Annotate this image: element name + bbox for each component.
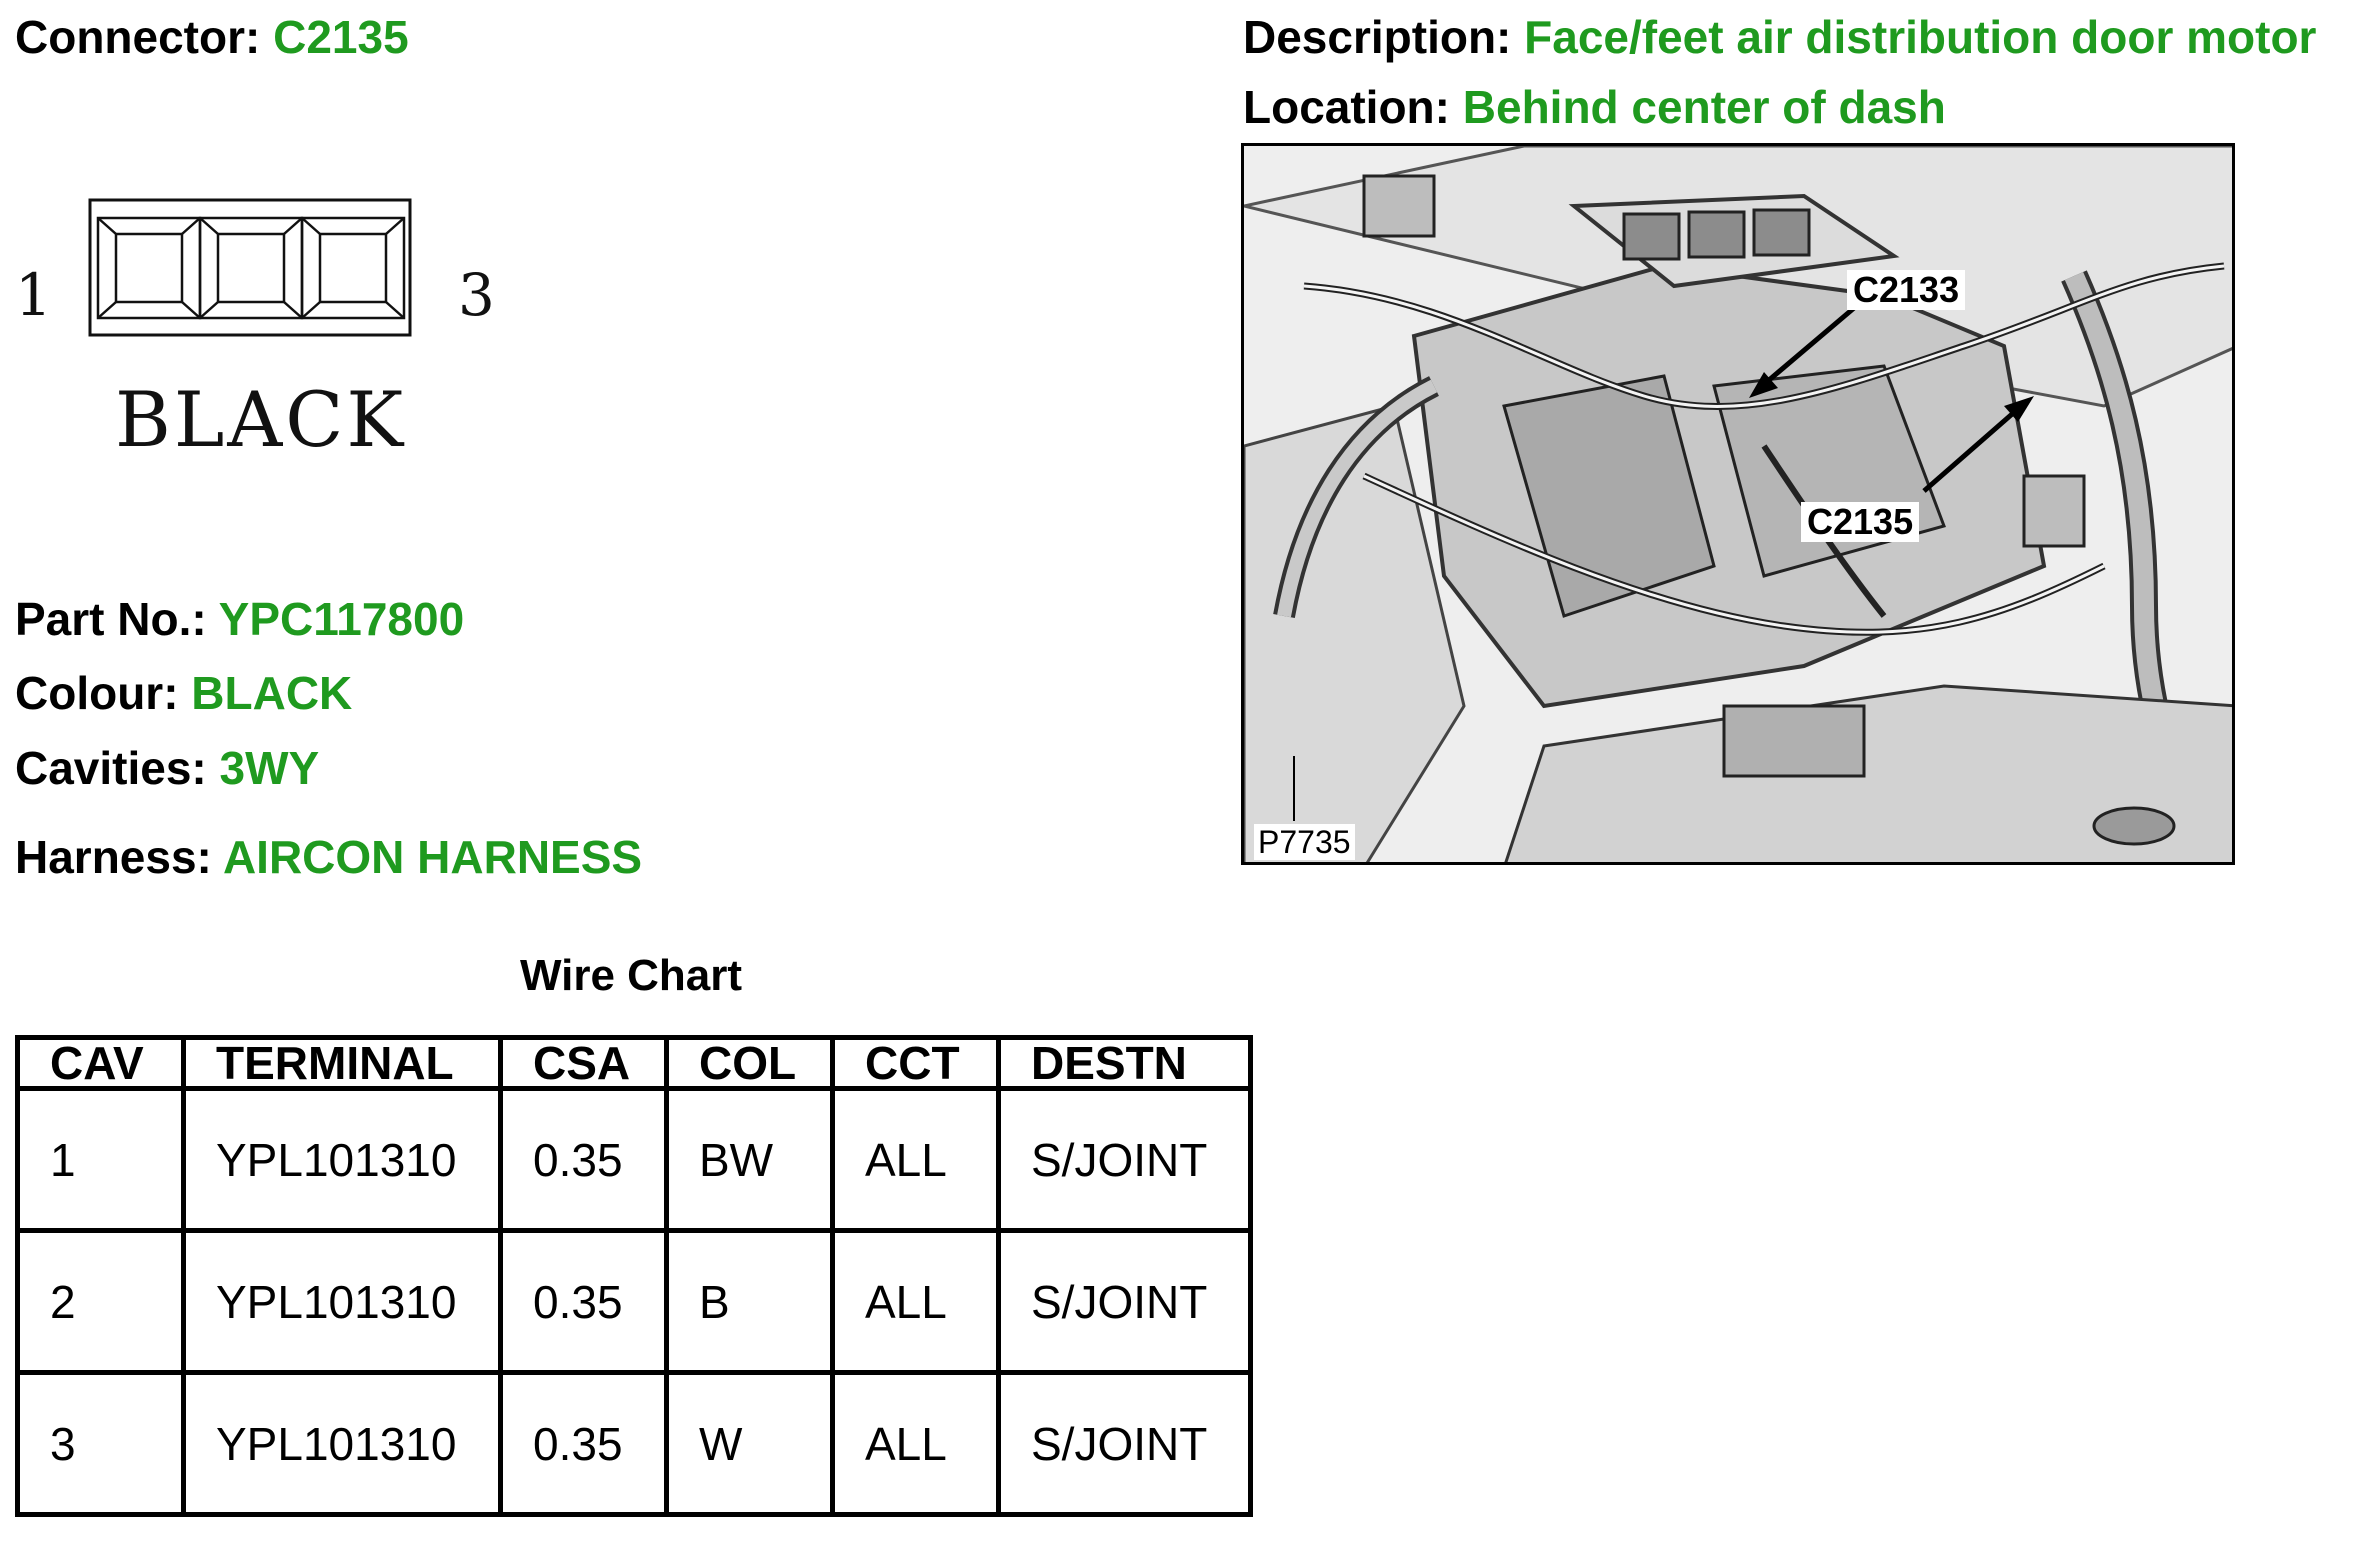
- cell-col: W: [664, 1370, 835, 1517]
- colour-label: Colour:: [15, 667, 179, 719]
- cell-csa: 0.35: [498, 1370, 669, 1517]
- cell-cct: ALL: [830, 1370, 1001, 1517]
- part-number-field: Part No.: YPC117800: [15, 596, 464, 642]
- colour-field: Colour: BLACK: [15, 670, 352, 716]
- cell-cav: 3: [15, 1370, 186, 1517]
- table-header-row: CAV TERMINAL CSA COL CCT DESTN: [15, 1035, 1253, 1091]
- wire-chart-title: Wire Chart: [519, 951, 743, 1000]
- location-field: Location: Behind center of dash: [1243, 84, 1946, 130]
- location-label: Location:: [1243, 81, 1450, 133]
- harness-label: Harness:: [15, 831, 212, 883]
- table-row: 3 YPL101310 0.35 W ALL S/JOINT: [15, 1370, 1253, 1517]
- part-number-label: Part No.:: [15, 593, 207, 645]
- description-field: Description: Face/feet air distribution …: [1243, 14, 2316, 60]
- colour-value: BLACK: [191, 667, 353, 719]
- callout-label-c2135: C2135: [1801, 502, 1920, 542]
- header-cct: CCT: [830, 1035, 1001, 1091]
- cell-terminal: YPL101310: [181, 1370, 503, 1517]
- harness-field: Harness: AIRCON HARNESS: [15, 834, 642, 880]
- cavity-3: [300, 216, 406, 320]
- cell-terminal: YPL101310: [181, 1086, 503, 1233]
- cell-col: BW: [664, 1086, 835, 1233]
- figure-reference: P7735: [1254, 824, 1355, 860]
- dashboard-hvac-drawing: [1244, 146, 2232, 862]
- cell-csa: 0.35: [498, 1228, 669, 1375]
- header-terminal: TERMINAL: [181, 1035, 503, 1091]
- table-row: 1 YPL101310 0.35 BW ALL S/JOINT: [15, 1086, 1253, 1233]
- connector-colour-text: BLACK: [115, 375, 407, 464]
- location-illustration: C2133 C2135 P7735: [1241, 143, 2235, 865]
- header-col: COL: [664, 1035, 835, 1091]
- cell-cct: ALL: [830, 1086, 1001, 1233]
- cavities-value: 3WY: [219, 742, 320, 794]
- connector-field: Connector: C2135: [15, 14, 409, 60]
- location-value: Behind center of dash: [1462, 81, 1946, 133]
- pin-number-first: 1: [15, 261, 52, 329]
- wire-chart-table: CAV TERMINAL CSA COL CCT DESTN 1 YPL1013…: [15, 1035, 1253, 1517]
- cell-cav: 2: [15, 1228, 186, 1375]
- cell-cav: 1: [15, 1086, 186, 1233]
- cavities-label: Cavities:: [15, 742, 207, 794]
- pin-number-last: 3: [458, 261, 495, 329]
- cavities-field: Cavities: 3WY: [15, 745, 319, 791]
- cell-destn: S/JOINT: [996, 1086, 1253, 1233]
- header-csa: CSA: [498, 1035, 669, 1091]
- cell-cct: ALL: [830, 1228, 1001, 1375]
- cell-destn: S/JOINT: [996, 1370, 1253, 1517]
- connector-label: Connector:: [15, 11, 261, 63]
- header-cav: CAV: [15, 1035, 186, 1091]
- callout-label-c2133: C2133: [1847, 270, 1966, 310]
- connector-face-drawing: [88, 198, 412, 337]
- cell-col: B: [664, 1228, 835, 1375]
- cell-csa: 0.35: [498, 1086, 669, 1233]
- cavity-1: [96, 216, 202, 320]
- harness-value: AIRCON HARNESS: [222, 831, 643, 883]
- description-label: Description:: [1243, 11, 1512, 63]
- table-row: 2 YPL101310 0.35 B ALL S/JOINT: [15, 1228, 1253, 1375]
- connector-value: C2135: [273, 11, 409, 63]
- part-number-value: YPC117800: [218, 593, 465, 645]
- cell-destn: S/JOINT: [996, 1228, 1253, 1375]
- description-value: Face/feet air distribution door motor: [1524, 11, 2317, 63]
- header-destn: DESTN: [996, 1035, 1253, 1091]
- cavity-2: [198, 216, 304, 320]
- cell-terminal: YPL101310: [181, 1228, 503, 1375]
